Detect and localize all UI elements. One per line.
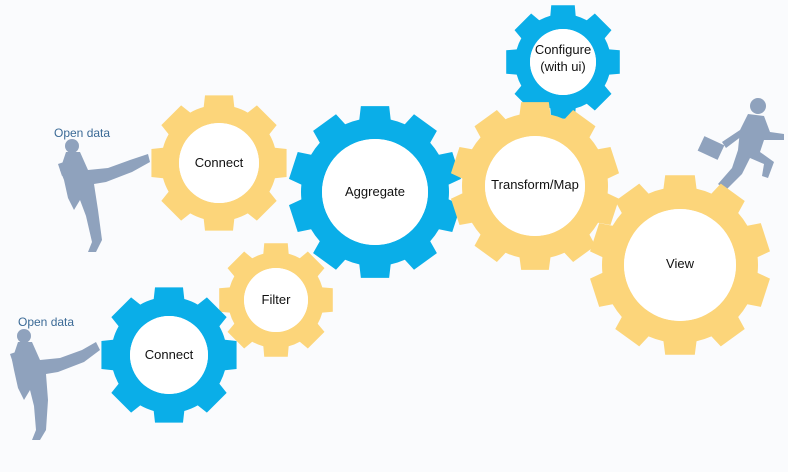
gear-view-icon [590,175,770,355]
gear-connect-top-hub [179,123,259,203]
gear-connect-top-label: Connect [195,155,244,170]
gear-connect-top-icon [151,95,287,231]
gear-transform-label: Transform/Map [491,177,579,192]
gear-configure-icon [506,5,620,119]
gear-configure-hub [530,29,596,95]
gear-transform-icon [450,102,620,270]
gear-transform-hub [485,136,585,236]
gear-configure-label-line2: (with ui) [540,59,586,74]
gear-connect-bottom-hub [130,316,208,394]
gear-view-label: View [666,256,695,271]
gear-aggregate-icon [288,106,462,278]
gear-filter-label: Filter [262,292,292,307]
open-data-label-top: Open data [54,126,110,140]
gear-filter-icon [219,243,333,357]
kicking-person-icon-top [58,139,150,252]
gear-filter-hub [244,268,308,332]
gears [101,5,770,423]
gear-aggregate-label: Aggregate [345,184,405,199]
gear-connect-bottom-icon [101,287,237,423]
gear-connect-bottom-label: Connect [145,347,194,362]
running-businessman-icon [697,98,784,190]
gear-view-hub [624,209,736,321]
gear-configure-label-line1: Configure [535,42,591,57]
open-data-label-bottom: Open data [18,315,74,329]
kicking-person-icon-bottom [10,329,100,440]
gear-aggregate-hub [322,139,428,245]
